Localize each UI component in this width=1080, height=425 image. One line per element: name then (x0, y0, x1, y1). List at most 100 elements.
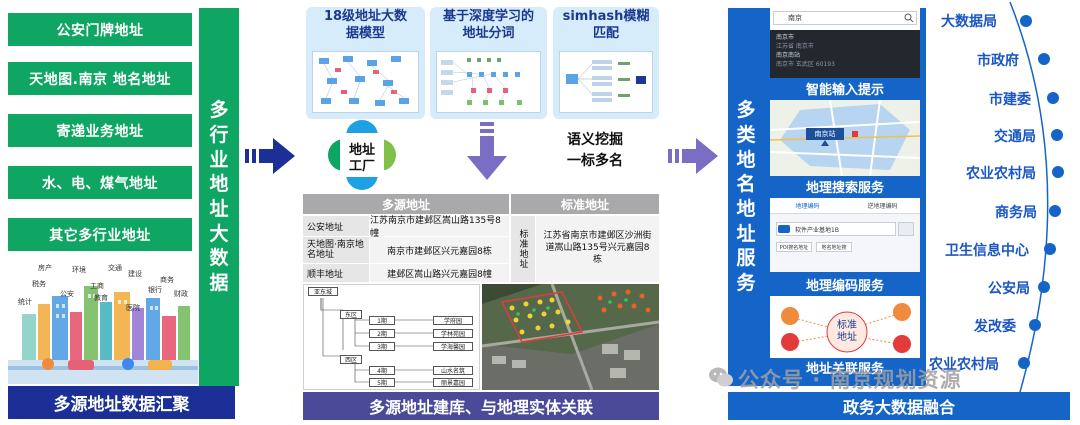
table-row-value: 江苏南京市建邺区嵩山路135号8幢 (370, 216, 509, 239)
card-title-line: 地址分词 (462, 25, 515, 41)
address-association-screenshot: 标准 地址 (770, 296, 920, 358)
agency-construction-committee: 市建委 (989, 92, 1031, 108)
watermark-text: 公众号 · 南京规划资源 (738, 368, 962, 392)
city-label: 教育 (94, 293, 108, 302)
middle-footer-label: 多源地址建库、与地理实体关联 (303, 392, 659, 420)
table-row-value: 建邺区嵩山路兴元嘉园8幢 (370, 264, 509, 282)
agency-city-government: 市政府 (977, 53, 1019, 69)
card-title-line: 匹配 (592, 25, 619, 41)
tree-community: 学府园 (433, 316, 473, 325)
city-skyline-graphic: 房产 环境 交通 建设 商务 税务 工商 公安 教育 银行 财政 统计 医院 (8, 256, 198, 384)
node-line: 地址 (837, 332, 857, 343)
city-label: 公安 (60, 289, 74, 298)
source-tianditu-address: 天地图.南京 地名地址 (8, 62, 192, 95)
vtitle-char: 据 (209, 272, 229, 295)
city-label: 医院 (126, 303, 140, 312)
card-title-line: simhash模糊 (562, 9, 650, 24)
tree-phase: 1期 (369, 316, 395, 325)
geocode-tabs: 地理编码 逆地理编码 (770, 198, 920, 214)
right-footer-label: 政务大数据融合 (728, 392, 1070, 420)
multi-industry-big-data-title: 多 行 业 地 址 大 数 据 (199, 8, 239, 386)
model-network-graphic (319, 56, 409, 106)
agency-public-security: 公安局 (988, 281, 1030, 297)
tree-phase: 3期 (369, 342, 395, 351)
city-label: 商务 (160, 275, 174, 284)
source-other-address: 其它多行业地址 (8, 218, 192, 251)
tree-community: 学海馨园 (433, 342, 473, 351)
source-utility-address: 水、电、煤气地址 (8, 166, 192, 199)
tree-phase: 2期 (369, 329, 395, 338)
smart-input-screenshot: 南京 南京市 江苏省 南京市 南京南站 南京市 玄武区 60193 (770, 8, 920, 78)
flow-arrow-icon (245, 138, 295, 174)
suggestion-item: 南京南站 (776, 52, 801, 59)
geocode-logo-icon (778, 225, 790, 233)
card-title: 18级地址大数 据模型 (306, 9, 425, 43)
agency-transport-bureau: 交通局 (994, 129, 1036, 145)
vtitle-char: 大 (209, 222, 229, 245)
table-row-label: 天地图·南京地名地址 (303, 237, 369, 263)
city-label: 房产 (38, 263, 52, 272)
agency-commerce-bureau: 商务局 (995, 205, 1037, 221)
geocode-search-button[interactable] (898, 222, 914, 236)
geocode-option-button[interactable]: 地名地址搜 (816, 242, 852, 252)
vtitle-char: 数 (209, 247, 229, 270)
suggestion-list: 南京市 江苏省 南京市 南京南站 南京市 玄武区 60193 (770, 30, 920, 78)
geocode-input[interactable]: 软件产业基地1B (776, 222, 896, 236)
table-row-value: 南京市建邺区兴元嘉园8栋 (370, 237, 509, 263)
city-label: 环境 (72, 265, 86, 274)
service-address-association: 地址关联服务 (770, 358, 920, 377)
semantic-line: 语义挖掘 (567, 132, 623, 148)
table-row-label: 顺丰地址 (303, 264, 369, 282)
tree-district-west: 西区 (340, 355, 362, 364)
service-geo-search: 地理搜索服务 (770, 177, 920, 196)
association-graphic (781, 303, 911, 353)
address-factory-text: 地址 工厂 (338, 135, 386, 183)
suggestion-item: 南京市 玄武区 60193 (776, 61, 835, 68)
vtitle-char: 多 (736, 99, 756, 122)
segmentation-thumbnail (436, 51, 541, 113)
tree-connectors (320, 298, 433, 383)
vtitle-char: 地 (209, 173, 229, 196)
tree-district-east: 东区 (340, 310, 362, 319)
map-graphic (770, 100, 920, 176)
simhash-graphic (566, 60, 646, 102)
vtitle-char: 务 (736, 272, 756, 295)
standard-address-value: 江苏省南京市建邺区沙洲街道嵩山路135号兴元嘉园8栋 (536, 216, 659, 282)
tree-root: 亚东城 (308, 287, 338, 296)
suggestion-item: 南京市 (776, 34, 795, 41)
source-delivery-address: 寄递业务地址 (8, 114, 192, 147)
tab-reverse-geocode[interactable]: 逆地理编码 (867, 203, 898, 210)
standard-address-node: 标准 地址 (827, 316, 867, 348)
geocoding-screenshot: 地理编码 逆地理编码 软件产业基地1B POI搜名地址 地名地址搜 (770, 198, 920, 272)
vtitle-char: 多 (209, 99, 229, 122)
suggestion-item: 江苏省 南京市 (776, 43, 814, 50)
segmentation-graphic (441, 58, 522, 105)
city-label: 建设 (128, 269, 142, 278)
agency-agriculture-bureau: 农业农村局 (966, 166, 1036, 182)
card-deep-learning: 基于深度学习的 地址分词 (430, 7, 547, 119)
model-thumbnail (312, 51, 419, 113)
vtitle-char: 服 (736, 247, 756, 270)
agency-arc (1009, 1, 1064, 392)
factory-line: 工厂 (348, 159, 375, 174)
table-header-standard: 标准地址 (511, 194, 659, 214)
flow-arrow-icon (668, 138, 718, 174)
card-address-model: 18级地址大数 据模型 (306, 7, 425, 119)
search-input: 南京 (773, 11, 917, 25)
factory-line: 地址 (348, 143, 375, 159)
tab-geocode[interactable]: 地理编码 (795, 203, 820, 210)
city-illustration: 房产 环境 交通 建设 商务 税务 工商 公安 教育 银行 财政 统计 医院 (8, 256, 198, 384)
search-icon (904, 13, 914, 23)
tree-community: 丽景嘉园 (433, 378, 473, 387)
agency-agriculture-bureau-2: 农业农村局 (929, 357, 999, 373)
tree-community: 学林苑园 (433, 329, 473, 338)
left-footer-label: 多源地址数据汇聚 (8, 386, 235, 419)
table-row-label: 公安地址 (303, 216, 369, 236)
agency-health-info-center: 卫生信息中心 (945, 243, 1029, 259)
vtitle-char: 址 (736, 222, 756, 245)
service-geocoding: 地理编码服务 (770, 275, 920, 294)
agency-big-data-bureau: 大数据局 (941, 14, 997, 30)
vtitle-char: 类 (736, 123, 756, 146)
city-label: 税务 (32, 279, 46, 288)
geocode-option-button[interactable]: POI搜名地址 (776, 242, 812, 252)
